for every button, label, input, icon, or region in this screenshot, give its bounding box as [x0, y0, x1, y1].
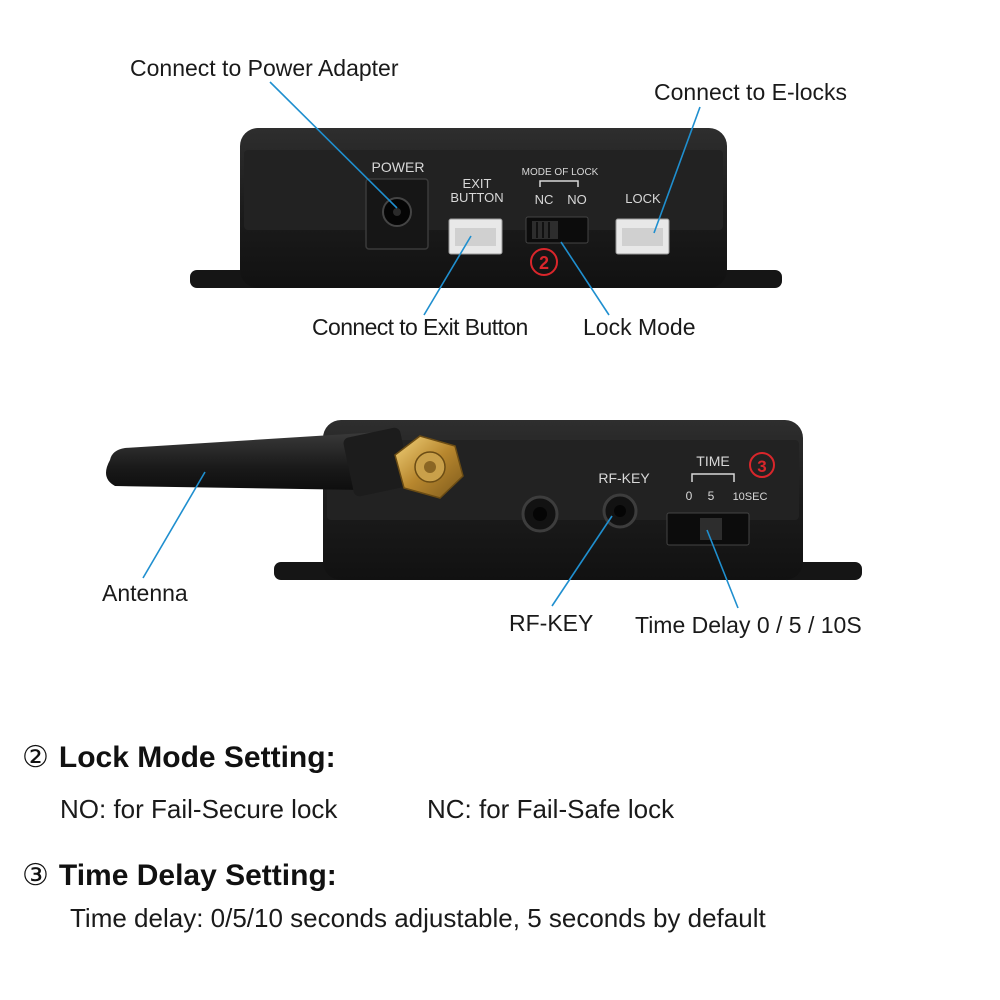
time-5-label: 5 — [708, 489, 715, 503]
callout-lines — [142, 81, 739, 609]
lock-mode-title: Lock Mode Setting: — [58, 741, 336, 774]
line-lock-mode — [560, 241, 610, 316]
time-delay-symbol: ③ — [22, 859, 49, 892]
time-0-label: 0 — [686, 489, 693, 503]
line-power-adapter — [269, 81, 398, 209]
power-label: POWER — [372, 159, 425, 175]
mode-of-lock-label: MODE OF LOCK — [522, 167, 599, 178]
lock-mode-symbol: ② — [22, 741, 49, 774]
callout-power-adapter: Connect to Power Adapter — [130, 55, 399, 81]
callout-lock-mode: Lock Mode — [583, 314, 696, 340]
top-device-panel — [244, 150, 723, 230]
line-elocks — [653, 106, 701, 234]
time-delay-switch-slider — [700, 518, 722, 540]
lock-mode-heading: ② Lock Mode Setting: — [22, 743, 336, 773]
exit-label-line2: BUTTON — [450, 190, 503, 205]
time-delay-text: Time delay: 0/5/10 seconds adjustable, 5… — [70, 903, 766, 933]
time-label: TIME — [696, 453, 729, 469]
top-device: POWER EXIT BUTTON MODE OF LOCK NC NO 2 L… — [190, 128, 782, 288]
line-rfkey — [551, 515, 613, 607]
rfkey-label: RF-KEY — [598, 470, 650, 486]
sma-connector — [394, 435, 464, 499]
marker-2 — [530, 248, 558, 276]
lock-mode-nc-text: NC: for Fail-Safe lock — [427, 794, 675, 824]
nc-label: NC — [535, 192, 554, 207]
callout-elocks: Connect to E-locks — [654, 79, 848, 105]
time-10-label: 10SEC — [733, 491, 768, 503]
time-delay-title: Time Delay Setting: — [58, 859, 337, 892]
callout-rf-key: RF-KEY — [509, 610, 594, 636]
marker-3 — [749, 452, 775, 478]
time-delay-heading: ③ Time Delay Setting: — [22, 861, 337, 891]
callout-time-delay: Time Delay 0 / 5 / 10S — [635, 612, 862, 638]
bottom-device: RF-KEY TIME 0 5 10SEC 3 — [106, 420, 862, 580]
lock-mode-switch-slider — [532, 221, 558, 239]
callout-antenna: Antenna — [102, 580, 188, 606]
callout-exit-button: Connect to Exit Button — [312, 314, 528, 340]
line-antenna — [142, 471, 206, 579]
line-time-delay — [706, 529, 739, 609]
exit-label-line1: EXIT — [463, 176, 492, 191]
line-exit-button — [423, 235, 472, 316]
marker-2-number: 2 — [539, 253, 549, 273]
marker-3-number: 3 — [757, 457, 766, 476]
lock-mode-no-text: NO: for Fail-Secure lock — [60, 794, 338, 824]
lock-label: LOCK — [625, 191, 661, 206]
antenna-base — [343, 427, 411, 497]
no-label: NO — [567, 192, 587, 207]
antenna — [106, 432, 380, 490]
